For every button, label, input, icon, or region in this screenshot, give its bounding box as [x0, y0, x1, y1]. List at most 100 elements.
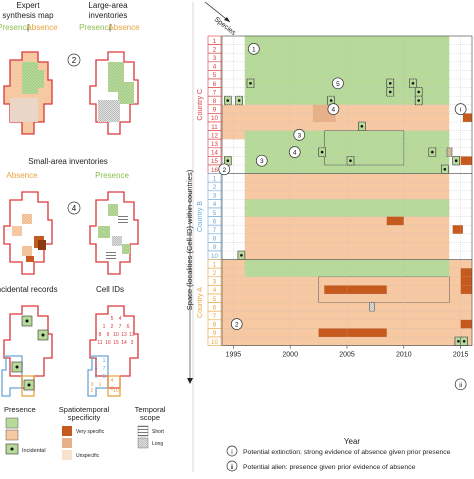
large-separator: |: [109, 23, 111, 32]
legend-specificity-l1: Spatiotemporal: [59, 405, 110, 414]
country-label: Country B: [197, 201, 204, 232]
incidental-dot-4: [27, 383, 31, 387]
space-time-matrix: Species Space (localities (Cell ID) with…: [185, 1, 473, 446]
notes: i Potential extinction: strong evidence …: [226, 445, 451, 472]
row-label: 8: [213, 236, 217, 243]
year-tick-label: 2015: [453, 352, 469, 359]
specific-record-cell: [324, 285, 387, 294]
cell-id-label: 5: [103, 374, 106, 380]
incidental-record-dot: [443, 168, 447, 171]
legend-presence-swatch: [5, 417, 19, 429]
legend-very-specific-swatch: [62, 426, 72, 436]
large-unspecific-area: [98, 100, 120, 122]
cell-id-label: 5: [111, 316, 114, 322]
marker-4-small-text: 4: [72, 204, 77, 213]
cell-id-label: 10: [113, 388, 119, 394]
note-ii-marker: [226, 460, 238, 472]
legend-unspecific-swatch: [62, 450, 72, 460]
legend-long-label: Long: [152, 441, 163, 447]
small-area-title: Small-area inventories: [28, 157, 108, 166]
cell-id-label: 2: [95, 358, 98, 364]
small-presence-label: Presence: [95, 171, 129, 180]
cell-id-label: 9: [91, 382, 94, 388]
row-label: 6: [213, 81, 217, 88]
matrix-marker: [247, 43, 260, 55]
large-presence-area-2: [118, 82, 134, 104]
row-label: 5: [213, 210, 217, 217]
row-label: 10: [211, 339, 218, 346]
legend-short-swatch: [137, 425, 149, 437]
cell-id-label: 3: [131, 340, 134, 346]
matrix-marker: [327, 103, 340, 115]
incidental-record-dot: [457, 340, 460, 343]
row-label: 10: [211, 115, 218, 122]
expert-map: [3, 51, 53, 135]
row-label: 3: [213, 55, 217, 62]
y-axis-arrow-head: [187, 378, 193, 384]
species-axis-arrow: [224, 17, 230, 22]
small-pres-cell-6: [106, 250, 116, 260]
cellids-title: Cell IDs: [96, 285, 124, 294]
matrix-marker: [293, 129, 306, 141]
large-area-title-l1: Large-area: [88, 1, 128, 10]
row-label: 1: [213, 38, 217, 45]
small-area-presence-map: [89, 191, 139, 275]
specific-record-cell: [460, 156, 472, 165]
incidental-record-dot: [360, 125, 364, 128]
cell-id-label: 7: [119, 324, 122, 330]
x-axis-label: Year: [344, 437, 361, 446]
incidental-shape-a: [21, 375, 35, 397]
cell-id-label: 6: [95, 374, 98, 380]
note-i-marker-text: i: [231, 449, 232, 456]
cell-id-label: 14: [121, 340, 127, 346]
legend-temporal-l2: scope: [140, 413, 160, 422]
row-label: 5: [213, 296, 217, 303]
matrix-marker-text: 4: [293, 150, 297, 157]
row-label: 12: [211, 132, 218, 139]
cell-id-label: 3: [111, 386, 114, 392]
matrix-marker-text: 1: [252, 46, 256, 53]
row-label: 9: [213, 107, 217, 114]
cell-id-label: 4: [119, 316, 122, 322]
cellids-shape-b: [87, 355, 109, 397]
incidental-record-dot: [411, 82, 415, 85]
marker-2-large: [67, 53, 81, 67]
row-label: 13: [211, 141, 218, 148]
specific-record-cell: [452, 225, 463, 234]
cell-id-label: 10: [113, 332, 119, 338]
cell-id-label: 13: [121, 332, 127, 338]
large-absence-label: Absence: [108, 23, 140, 32]
matrix-marker-text: 5: [336, 81, 340, 88]
incidental-record-dot: [431, 150, 434, 154]
legend-mid-swatch: [62, 438, 72, 448]
row-label: 8: [213, 98, 217, 105]
incidental-map: [1, 305, 53, 397]
matrix-marker-text: ii: [459, 382, 462, 389]
left-panel: Expert synthesis map Presence | Absence …: [0, 1, 140, 397]
year-tick-label: 2005: [339, 352, 355, 359]
expert-map-title-l2: synthesis map: [2, 11, 54, 20]
expert-presence-label: Presence: [0, 23, 31, 32]
matrix-marker: [255, 154, 268, 167]
cell-id-label: 8: [99, 332, 102, 338]
incidental-record-dot: [388, 90, 392, 94]
small-area-absence-map: [3, 191, 53, 275]
mixed-cell: [446, 147, 453, 157]
legend-incidental-label: Incidental: [22, 448, 46, 454]
small-abs-cell-6: [26, 256, 34, 262]
legend-long-swatch: [137, 437, 149, 449]
expert-uncertain-area: [10, 98, 38, 122]
row-label: 4: [213, 201, 217, 208]
small-pres-cell-1: [108, 204, 118, 216]
legend-specificity-l2: specificity: [68, 413, 101, 422]
row-label: 3: [213, 279, 217, 286]
row-label: 9: [213, 244, 217, 251]
row-label: 10: [211, 253, 218, 260]
country-label: Country C: [197, 89, 204, 121]
short-scope-cell: [369, 302, 375, 312]
